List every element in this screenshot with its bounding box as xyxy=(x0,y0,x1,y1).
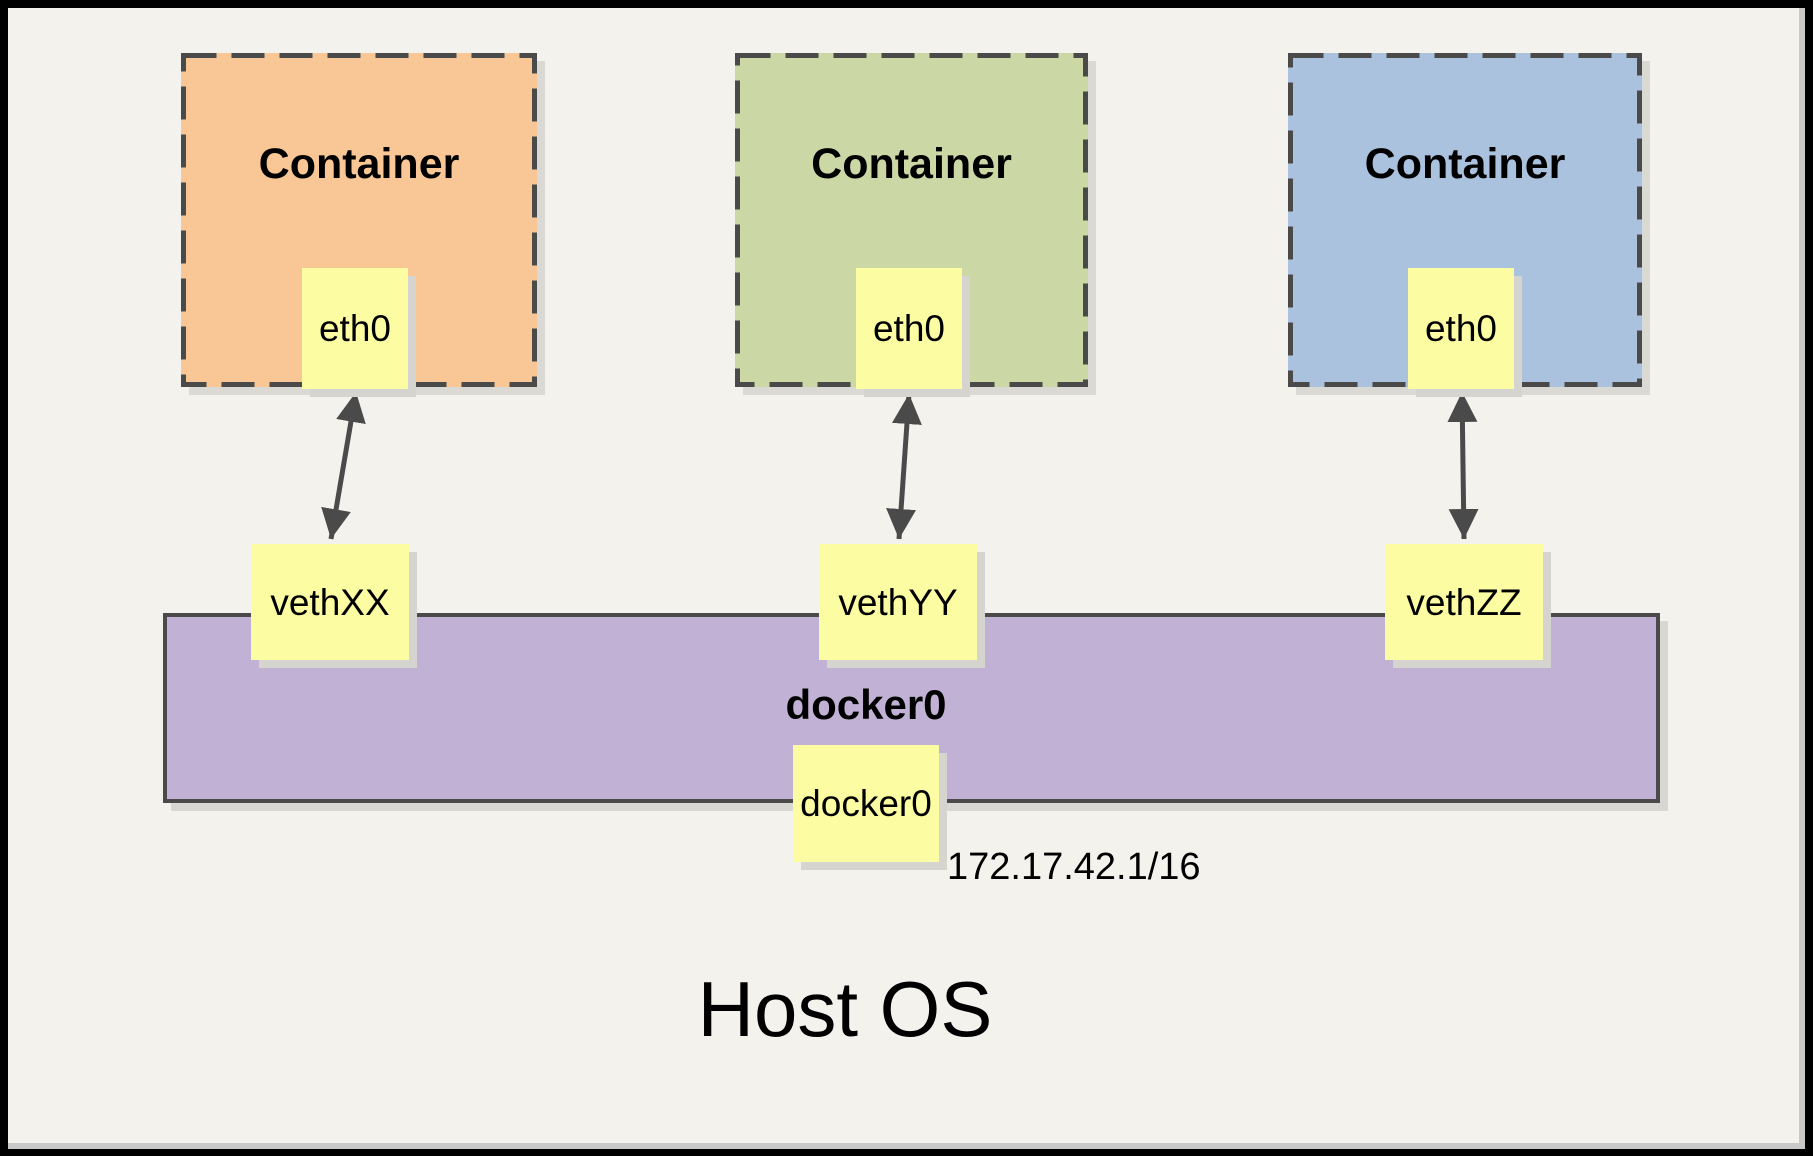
container-title: Container xyxy=(811,139,1012,188)
eth0-box-1: eth0 xyxy=(302,268,408,389)
container-title: Container xyxy=(258,139,460,188)
docker0-interface-label: docker0 xyxy=(800,783,932,824)
diagram-canvas: Container Container Container docker0 xyxy=(8,8,1805,1149)
container-title: Container xyxy=(1364,139,1566,188)
bidirectional-arrow-3 xyxy=(1447,391,1479,540)
vethxx-box: vethXX xyxy=(251,544,409,660)
docker0-bridge-label: docker0 xyxy=(785,681,947,728)
vethyy-label: vethYY xyxy=(838,581,958,623)
docker0-interface-box: docker0 xyxy=(793,745,939,862)
vethzz-box: vethZZ xyxy=(1385,544,1543,660)
host-os-label: Host OS xyxy=(697,965,993,1053)
bridge-ip-address: 172.17.42.1/16 xyxy=(947,846,1201,888)
eth0-label: eth0 xyxy=(318,308,391,349)
bidirectional-arrow-1 xyxy=(321,391,366,540)
eth0-label: eth0 xyxy=(872,308,945,349)
eth0-box-2: eth0 xyxy=(856,268,962,389)
vethxx-label: vethXX xyxy=(270,581,390,623)
eth0-label: eth0 xyxy=(1424,308,1497,349)
vethyy-box: vethYY xyxy=(819,544,977,660)
vethzz-label: vethZZ xyxy=(1406,581,1522,623)
veth-connection-arrows xyxy=(321,391,1479,540)
eth0-box-3: eth0 xyxy=(1408,268,1514,389)
bidirectional-arrow-2 xyxy=(886,393,922,540)
